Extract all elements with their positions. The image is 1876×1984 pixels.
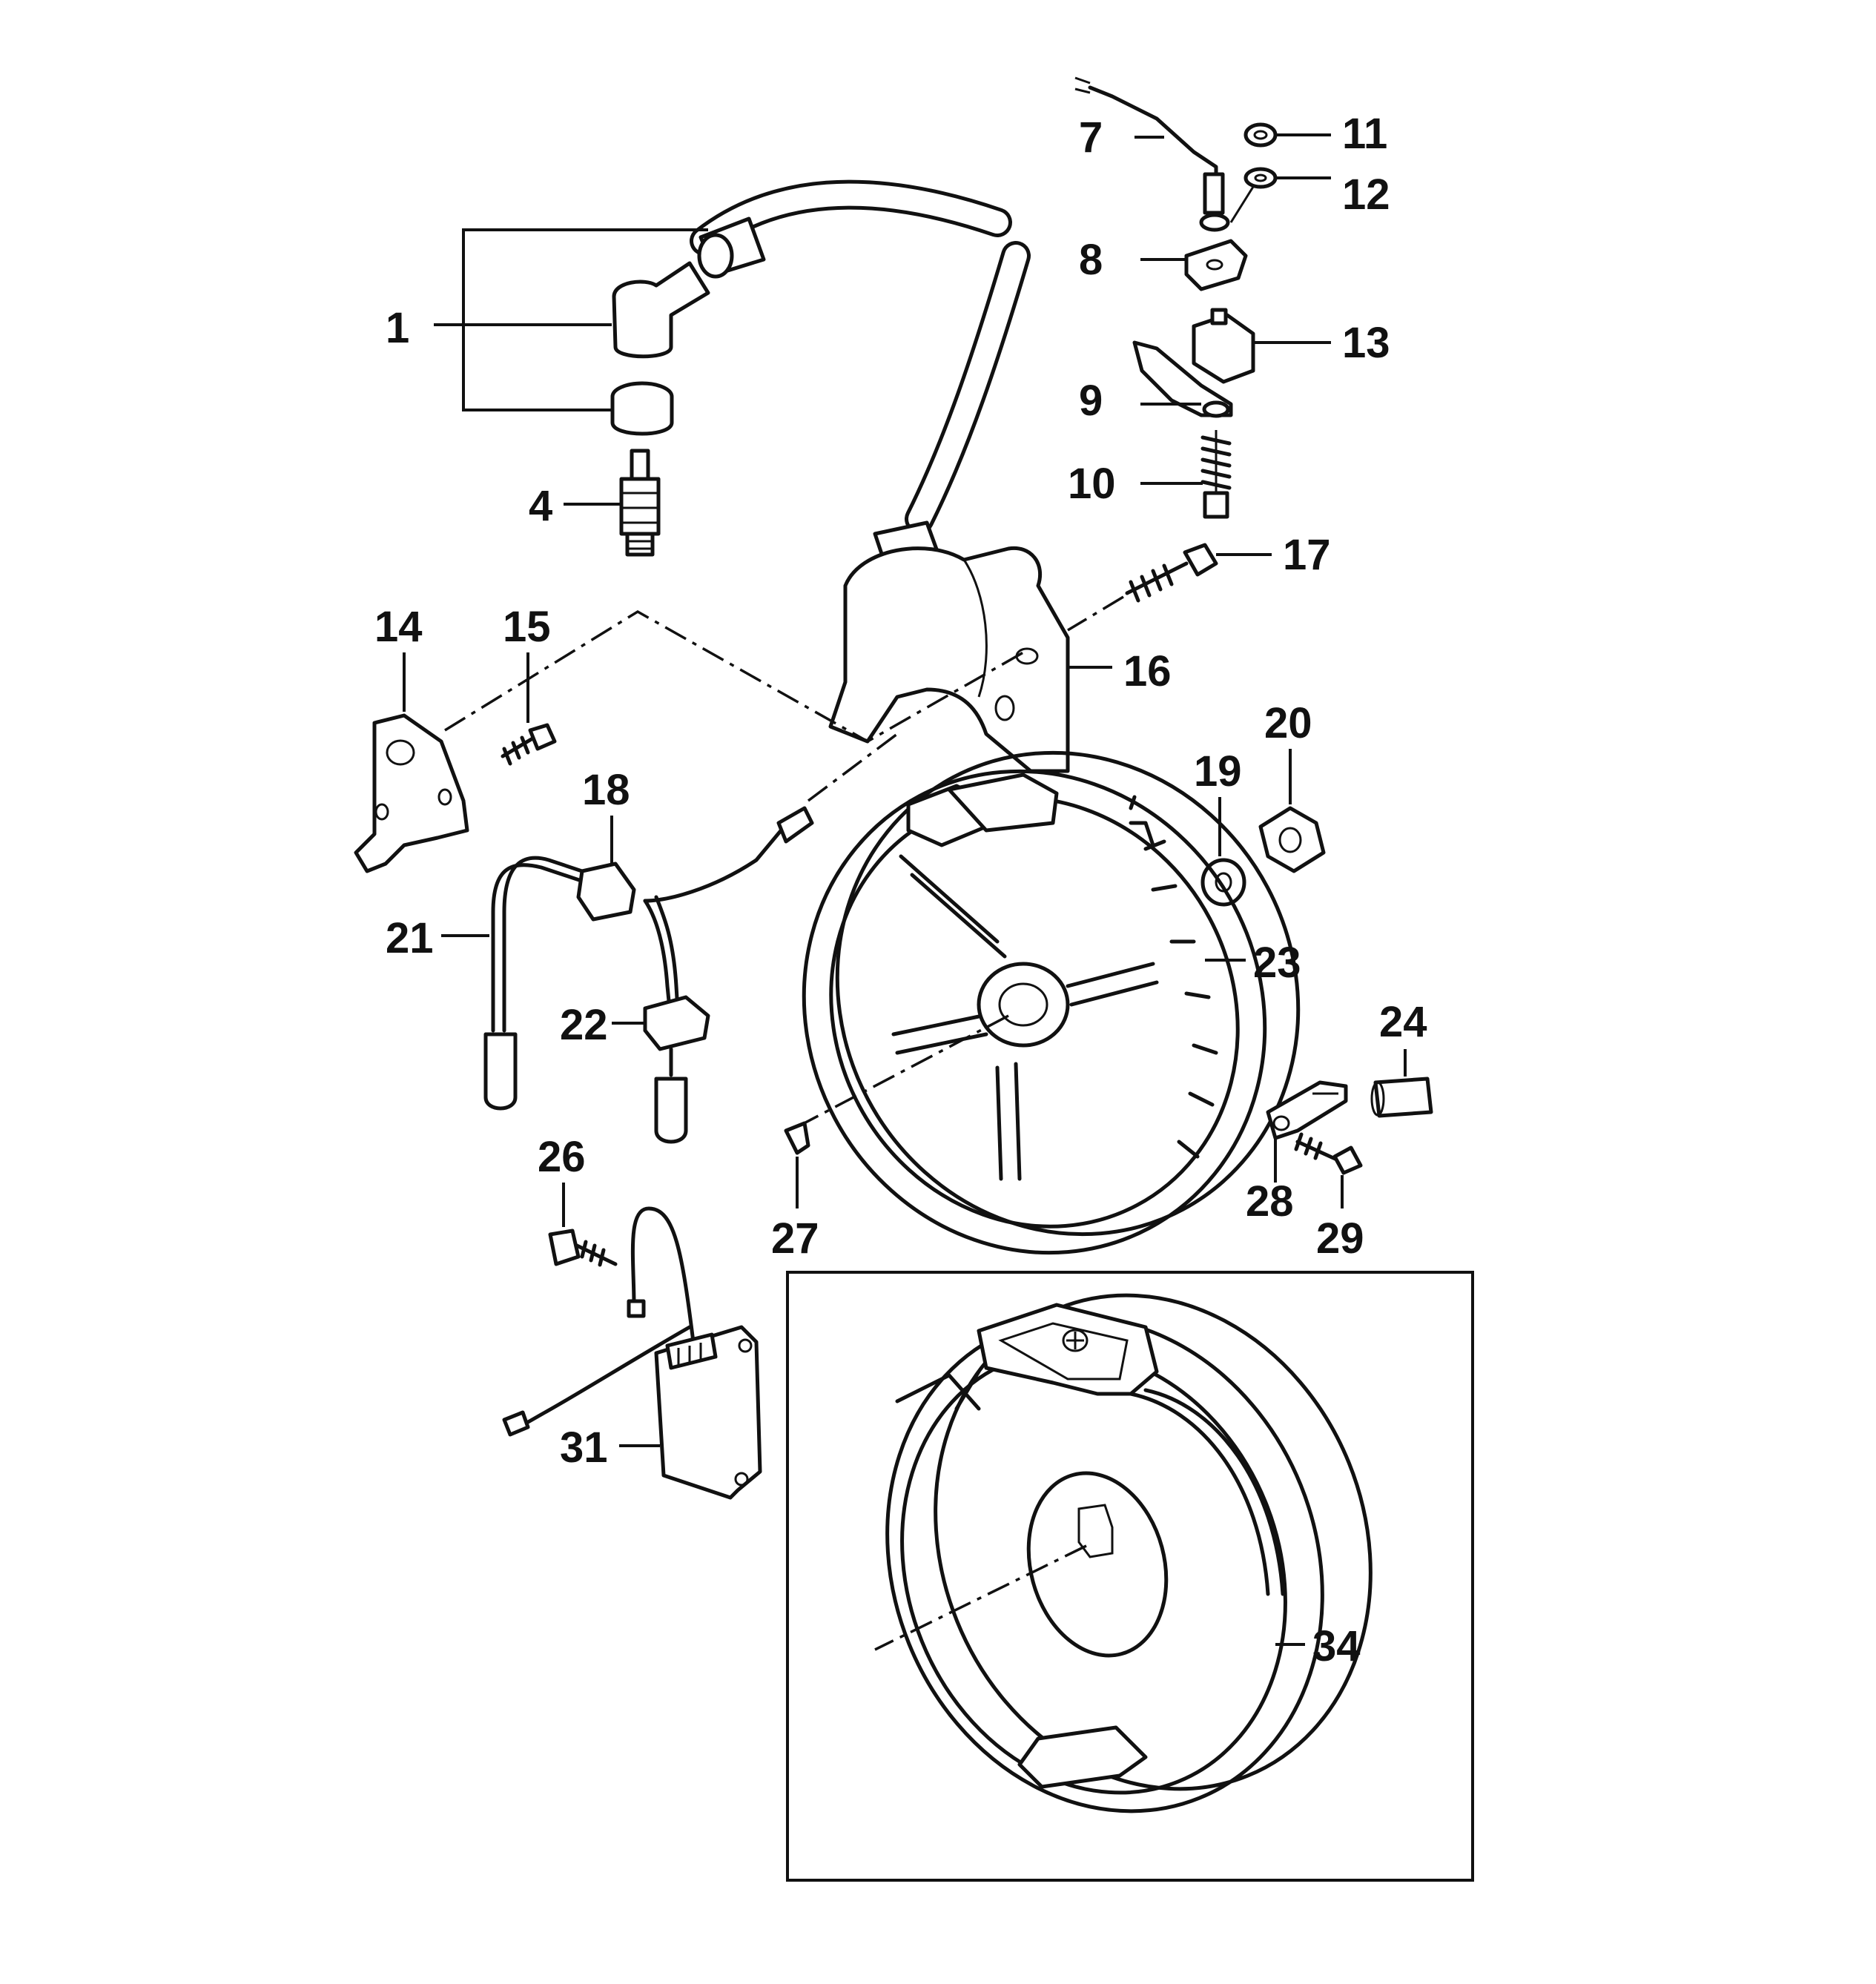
callout-21: 21: [386, 914, 434, 962]
bolt-17: [1125, 543, 1218, 603]
cable: [1074, 76, 1225, 225]
callout-23: 23: [1253, 939, 1301, 987]
screw-29: [1294, 1132, 1363, 1175]
callout-17: 17: [1283, 531, 1331, 579]
callout-29: 29: [1316, 1214, 1364, 1263]
axis-14-16: [444, 609, 1024, 744]
clamp-8: [1184, 213, 1248, 291]
callout-15: 15: [503, 603, 551, 651]
callout-27: 27: [771, 1214, 819, 1263]
callout-16: 16: [1123, 647, 1172, 695]
plate-28: [1266, 1080, 1348, 1140]
callout-11: 11: [1342, 110, 1387, 158]
axis-34: [874, 1544, 1087, 1651]
ignition-coil-16: [828, 520, 1070, 773]
wire-harness: [483, 806, 814, 1111]
callout-24: 24: [1379, 998, 1427, 1046]
callout-9: 9: [1079, 377, 1103, 425]
callout-12: 12: [1342, 171, 1390, 219]
callout-22: 22: [560, 1001, 608, 1049]
callout-13: 13: [1342, 319, 1390, 367]
callout-20: 20: [1264, 699, 1312, 747]
screw-10: [1200, 430, 1232, 519]
nut-11: [1243, 122, 1278, 148]
axis-17: [1067, 595, 1124, 632]
screw-15: [501, 723, 557, 766]
flywheel-34: [885, 1293, 1373, 1813]
ground-plate-9: [1132, 340, 1233, 418]
flywheel-34-frame: [786, 1271, 1474, 1882]
callout-19: 19: [1194, 747, 1242, 796]
callout-26: 26: [538, 1133, 586, 1181]
callout-8: 8: [1079, 236, 1103, 284]
plug-cap-assembly: [610, 179, 1031, 534]
bracket-14: [354, 713, 469, 873]
bracket-1: [462, 228, 708, 411]
spark-plug: [619, 449, 661, 557]
axis-18-16: [807, 733, 899, 802]
callout-7: 7: [1079, 113, 1103, 162]
callout-4: 4: [529, 482, 552, 530]
callout-1: 1: [386, 304, 409, 352]
connector-22: [643, 995, 710, 1144]
screw-26: [548, 1229, 618, 1267]
callout-31: 31: [560, 1423, 608, 1472]
terminal-13: [1192, 308, 1255, 384]
axis-23: [796, 1014, 1009, 1128]
connector-18: [576, 862, 636, 922]
callout-28: 28: [1246, 1177, 1294, 1226]
key-27: [784, 1121, 810, 1155]
pin-24: [1370, 1077, 1433, 1118]
washer-12: [1243, 167, 1278, 189]
cdi-unit-31: [502, 1206, 762, 1500]
nut-20: [1258, 806, 1326, 873]
flywheel-23: [802, 750, 1301, 1255]
callout-10: 10: [1068, 460, 1116, 508]
callout-34: 34: [1312, 1622, 1361, 1670]
callout-18: 18: [582, 766, 630, 814]
callout-14: 14: [374, 603, 423, 651]
